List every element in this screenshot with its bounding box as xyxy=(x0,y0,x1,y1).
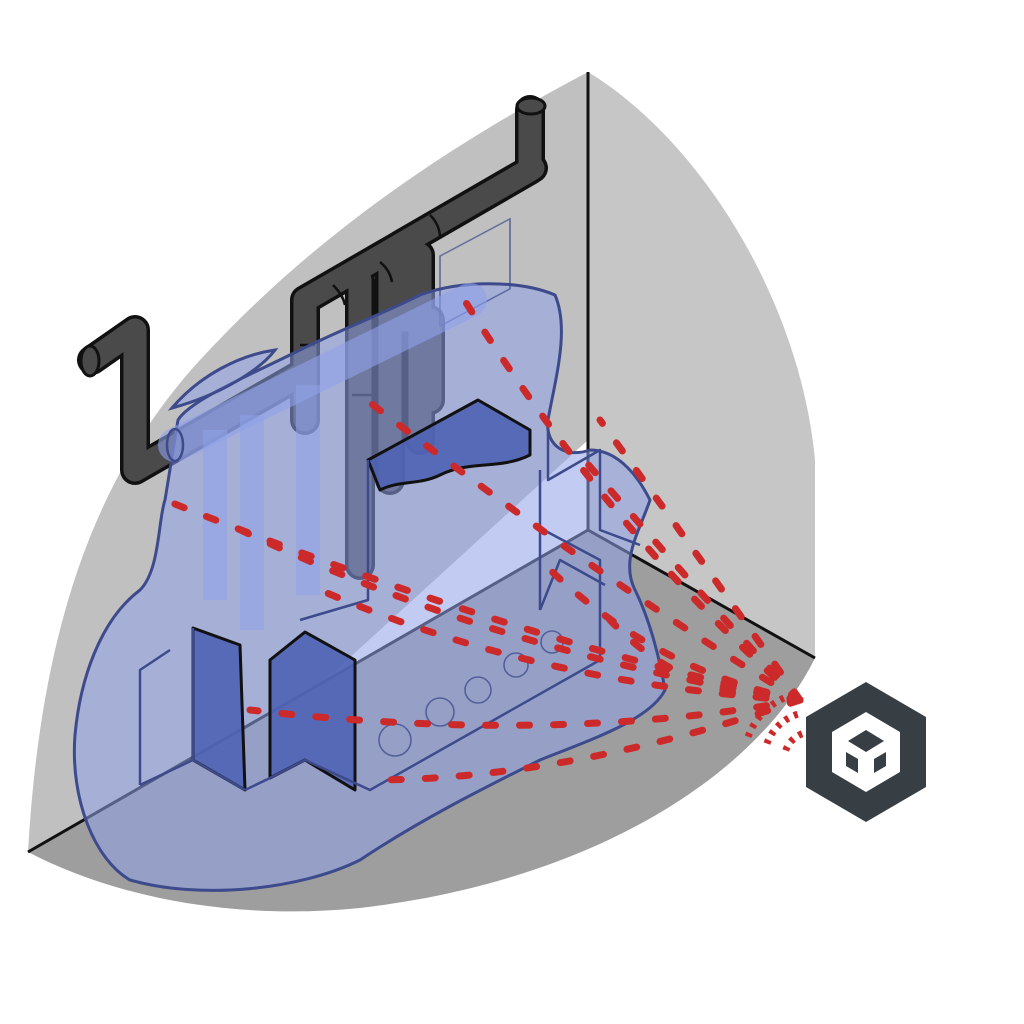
scan-ray xyxy=(536,556,804,704)
scan-rays xyxy=(161,281,804,784)
scan-hull-cap xyxy=(167,348,279,411)
signal-arc xyxy=(744,690,798,738)
wall-trace xyxy=(138,420,641,785)
pipe-opening-top xyxy=(515,96,547,116)
scan-ray xyxy=(161,496,804,704)
scanned-pipe-horizontal xyxy=(158,283,487,462)
signal-arc xyxy=(782,729,807,752)
scan-ray xyxy=(246,696,804,729)
scan-ray xyxy=(226,521,804,704)
hexagon-cube-icon xyxy=(806,682,926,822)
scan-ray xyxy=(356,391,804,704)
scanned-pipe-end xyxy=(165,427,185,463)
scan-ray xyxy=(451,281,804,704)
pipe-opening-left xyxy=(79,344,101,378)
signal-arc xyxy=(763,709,803,745)
scan-ray xyxy=(606,616,804,704)
scan-ray xyxy=(596,416,804,704)
sensor-signal-icon xyxy=(744,690,807,752)
boiler-back-box xyxy=(366,398,532,492)
boiler xyxy=(138,217,641,792)
scan-ray xyxy=(366,696,804,784)
logo-cube xyxy=(832,712,900,792)
scan-ray xyxy=(576,451,804,704)
boiler-ground-line xyxy=(139,558,606,792)
